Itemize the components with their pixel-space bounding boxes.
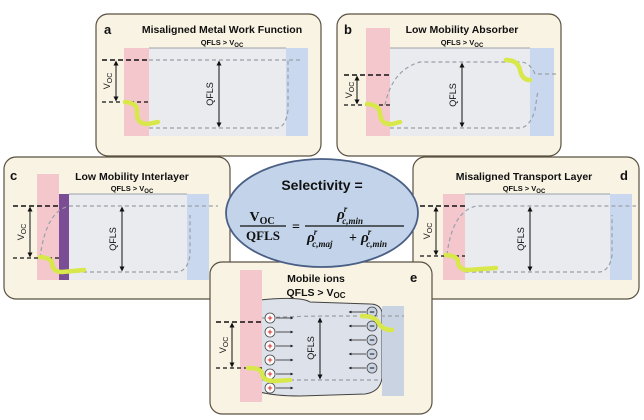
panel-e-condition: QFLS > VOC	[287, 287, 346, 300]
panel-b-title: Low Mobility Absorber	[406, 24, 519, 36]
panel-b-letter: b	[344, 22, 352, 37]
negative-ion: −	[348, 348, 378, 360]
panel-e-highlight-right	[359, 313, 395, 333]
panel-a-letter: a	[104, 22, 112, 37]
panel-e-right-contact	[382, 306, 404, 396]
panel-e-negative-ions: − − − − −	[348, 306, 378, 374]
panel-b-right-contact	[530, 48, 554, 136]
panel-d-condition: QFLS > VOC	[503, 184, 546, 195]
svg-text:−: −	[369, 307, 374, 317]
positive-ion: +	[264, 382, 294, 394]
panel-c-voc-label: VOC	[16, 224, 28, 241]
panel-b-highlight-left	[364, 101, 403, 127]
svg-text:+: +	[267, 369, 272, 379]
panel-b-hole-qfl	[390, 89, 539, 129]
positive-ion: +	[264, 326, 294, 338]
panel-d-left-contact	[443, 194, 465, 280]
panel-b-absorber	[366, 48, 530, 136]
panel-d-absorber	[443, 194, 611, 280]
negative-ion: −	[348, 334, 378, 346]
svg-text:−: −	[369, 349, 374, 359]
panel-d-voc-label: VOC	[422, 223, 434, 240]
panel-a-title: Misaligned Metal Work Function	[142, 24, 302, 36]
panel-c-condition: QFLS > VOC	[111, 184, 154, 195]
panel-d-title: Misaligned Transport Layer	[456, 171, 593, 183]
panel-e-positive-ions: + + + + + +	[264, 312, 294, 394]
panel-e-qfls-label: QFLS	[306, 336, 316, 360]
panel-d-electron-qfl	[446, 205, 636, 256]
panel-c-left-contact	[37, 174, 59, 280]
panel-c-highlight	[37, 254, 87, 275]
panel-b: b Low Mobility Absorber QFLS > VOC VOC Q…	[336, 13, 562, 157]
panel-e-highlight-left	[245, 365, 293, 384]
panel-d-letter: d	[620, 168, 628, 183]
panel-a-condition: QFLS > VOC	[201, 38, 244, 49]
panel-c-title: Low Mobility Interlayer	[75, 171, 189, 183]
equation-lhs-denominator: QFLS	[246, 228, 280, 243]
panel-b-condition: QFLS > VOC	[441, 38, 484, 49]
svg-text:+: +	[267, 383, 272, 393]
panel-a-voc-label: VOC	[102, 73, 114, 90]
panel-c-interlayer	[59, 194, 69, 280]
svg-text:−: −	[369, 363, 374, 373]
panel-a-highlight	[122, 99, 161, 127]
panel-d-right-contact	[610, 194, 632, 280]
panel-a-right-contact	[286, 48, 308, 136]
panel-d: d Misaligned Transport Layer QFLS > VOC …	[412, 156, 640, 300]
equation-rhs-plus: +	[349, 231, 357, 246]
positive-ion: +	[264, 354, 294, 366]
panel-b-electron-qfl	[384, 61, 558, 106]
svg-text:+: +	[267, 327, 272, 337]
svg-text:+: +	[267, 355, 272, 365]
panel-b-highlight-right	[503, 57, 533, 83]
panel-c-right-contact	[187, 194, 209, 280]
positive-ion: +	[264, 340, 294, 352]
svg-text:−: −	[369, 335, 374, 345]
panel-b-left-contact	[366, 28, 390, 136]
positive-ion: +	[264, 368, 294, 380]
svg-text:+: +	[267, 341, 272, 351]
panel-d-highlight	[443, 252, 499, 273]
panel-e-letter: e	[410, 270, 417, 285]
equation-lhs-numerator: VOC	[249, 210, 274, 227]
equation-ellipse	[225, 158, 419, 268]
panel-a: a Misaligned Metal Work Function QFLS > …	[95, 13, 322, 157]
panel-c-electron-qfl	[39, 205, 218, 259]
panel-c: c Low Mobility Interlayer QFLS > VOC VOC…	[3, 156, 231, 300]
panel-e-left-contact	[240, 270, 262, 402]
panel-e: e Mobile ions QFLS > VOC VOC QFLS + + + …	[209, 261, 433, 415]
panel-a-left-contact	[124, 48, 149, 136]
panel-b-voc-label: VOC	[344, 82, 356, 99]
equation-title: Selectivity =	[281, 177, 362, 193]
svg-text:−: −	[369, 321, 374, 331]
panel-e-title: Mobile ions	[287, 273, 345, 285]
panel-b-qfls-label: QFLS	[448, 83, 458, 107]
panel-d-hole-qfl	[465, 215, 613, 273]
positive-ion: +	[264, 312, 294, 324]
panel-e-voc-label: VOC	[218, 337, 230, 354]
svg-text:+: +	[267, 313, 272, 323]
panel-a-qfls-label: QFLS	[205, 82, 215, 106]
panel-c-qfls-label: QFLS	[108, 227, 118, 251]
panel-c-letter: c	[10, 168, 17, 183]
panel-d-qfls-label: QFLS	[516, 227, 526, 251]
panel-a-hole-qfl	[149, 60, 289, 129]
equation-equals: =	[292, 220, 300, 235]
negative-ion: −	[348, 362, 378, 374]
negative-ion: −	[348, 320, 378, 332]
